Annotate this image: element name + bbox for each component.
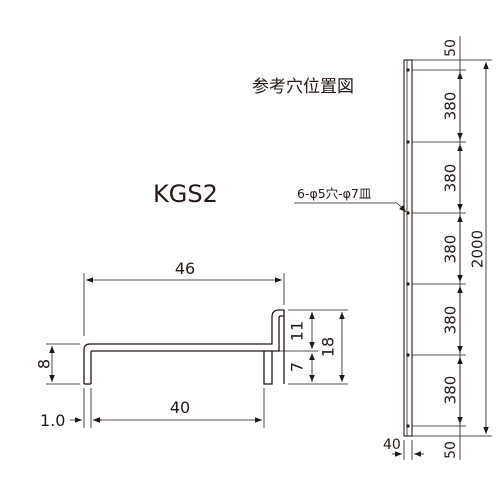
dim-label-top-margin: 50 <box>443 39 459 57</box>
dim-label-pitch-2: 380 <box>442 164 460 193</box>
dim-label-rail-width: 40 <box>383 437 401 453</box>
drawing-title: 参考穴位置図 <box>252 77 354 97</box>
dim-label-40: 40 <box>170 398 190 417</box>
dim-label-18: 18 <box>319 337 338 357</box>
dim-label-46: 46 <box>175 259 195 278</box>
dim-width-40: 40 <box>90 388 265 428</box>
model-name: KGS2 <box>153 180 218 208</box>
dim-label-11: 11 <box>288 321 307 341</box>
dim-label-thickness: 1.0 <box>40 411 65 430</box>
rail-dim-labels: 50 380 380 380 380 380 50 2000 40 <box>383 39 487 459</box>
dim-left-height: 8 <box>35 343 80 385</box>
hole-note: 6-φ5穴-φ7皿 <box>297 186 372 201</box>
dim-label-8: 8 <box>35 359 54 369</box>
hole-marks <box>406 68 410 428</box>
section-profile <box>83 309 285 385</box>
dim-right-heights: 11 7 18 <box>276 309 348 385</box>
dim-label-pitch-5: 380 <box>442 376 460 405</box>
dim-label-pitch-4: 380 <box>442 306 460 335</box>
rail-elevation <box>392 36 492 460</box>
dim-width-46: 46 <box>83 259 285 336</box>
dim-label-pitch-3: 380 <box>442 235 460 264</box>
dim-label-pitch-1: 380 <box>442 92 460 121</box>
dim-thickness: 1.0 <box>40 388 102 430</box>
dim-label-bottom-margin: 50 <box>443 441 459 459</box>
dim-label-7: 7 <box>288 362 307 372</box>
dim-label-total-length: 2000 <box>469 230 487 268</box>
hole-callout: 6-φ5穴-φ7皿 <box>294 186 407 213</box>
